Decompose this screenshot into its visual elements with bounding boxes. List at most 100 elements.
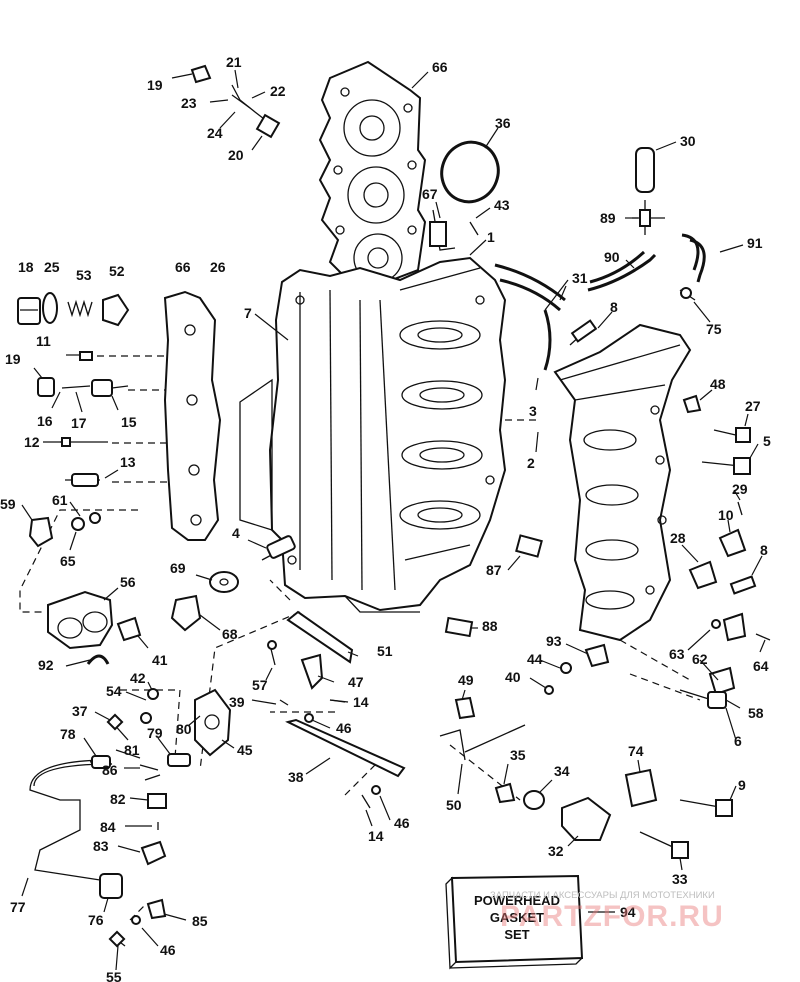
callout-55: 55: [106, 969, 122, 982]
gasket-set-box: [445, 874, 584, 970]
callout-88: 88: [482, 618, 498, 634]
callout-33: 33: [672, 871, 688, 887]
callout-68: 68: [222, 626, 238, 642]
callout-28: 28: [670, 530, 686, 546]
callout-24: 24: [207, 125, 223, 141]
callout-13: 13: [120, 454, 136, 470]
callout-63: 63: [669, 646, 685, 662]
sensor-parts-top-left: [190, 64, 281, 139]
callout-31: 31: [572, 270, 588, 286]
callout-79: 79: [147, 725, 163, 741]
callout-85: 85: [192, 913, 208, 929]
callout-16: 16: [37, 413, 53, 429]
callout-11: 11: [36, 333, 51, 349]
callout-65: 65: [60, 553, 76, 569]
callout-66-top: 66: [432, 59, 448, 75]
callout-48: 48: [710, 376, 726, 392]
callout-41: 41: [152, 652, 168, 668]
callout-1: 1: [487, 229, 495, 245]
callout-20: 20: [228, 147, 244, 163]
callout-4: 4: [232, 525, 240, 541]
callout-53: 53: [76, 267, 92, 283]
head-gasket-upper: [318, 60, 427, 294]
callout-5: 5: [763, 433, 771, 449]
callout-2: 2: [527, 455, 535, 471]
callout-26: 26: [210, 259, 226, 275]
o-ring: [440, 140, 500, 204]
callout-17: 17: [71, 415, 87, 431]
callout-34: 34: [554, 763, 570, 779]
callout-23: 23: [181, 95, 197, 111]
callout-61: 61: [52, 492, 68, 508]
callout-47: 47: [348, 674, 364, 690]
callout-25: 25: [44, 259, 60, 275]
leader-lines: [21, 69, 766, 971]
callout-74: 74: [628, 743, 644, 759]
callout-81: 81: [124, 742, 140, 758]
callout-82: 82: [110, 791, 126, 807]
hoses-and-fittings: [429, 147, 706, 371]
callout-80: 80: [176, 721, 192, 737]
callout-9: 9: [738, 777, 746, 793]
callout-14-lower: 14: [368, 828, 384, 844]
crankcase-cover: [553, 323, 692, 642]
callout-44: 44: [527, 651, 543, 667]
callout-64: 64: [753, 658, 769, 674]
callout-27: 27: [745, 398, 761, 414]
callout-8-upper: 8: [610, 299, 618, 315]
callout-50: 50: [446, 797, 462, 813]
watermark-tagline: ЗАПЧАСТИ И АКСЕССУАРЫ ДЛЯ МОТОТЕХНИКИ: [490, 890, 715, 901]
callout-32: 32: [548, 843, 564, 859]
callout-86: 86: [102, 762, 118, 778]
middle-lower-components: [170, 534, 610, 809]
callout-87: 87: [486, 562, 502, 578]
callout-29: 29: [732, 481, 748, 497]
callout-12: 12: [24, 434, 40, 450]
callout-40: 40: [505, 669, 521, 685]
gasket-set-line3: SET: [504, 927, 529, 942]
callout-42: 42: [130, 670, 146, 686]
callout-90: 90: [604, 249, 620, 265]
callout-57: 57: [252, 677, 268, 693]
cylinder-block: [239, 256, 507, 613]
callout-78: 78: [60, 726, 76, 742]
callout-35: 35: [510, 747, 526, 763]
callout-84: 84: [100, 819, 116, 835]
lower-left-components: [29, 590, 232, 948]
callout-93: 93: [546, 633, 562, 649]
exhaust-cover-gasket: [163, 290, 222, 541]
callout-18: 18: [18, 259, 34, 275]
callout-92: 92: [38, 657, 54, 673]
callout-67: 67: [422, 186, 438, 202]
callout-45: 45: [237, 742, 253, 758]
callout-8-lower: 8: [760, 542, 768, 558]
callout-59: 59: [0, 496, 16, 512]
callout-37: 37: [72, 703, 88, 719]
callout-39: 39: [229, 694, 245, 710]
callout-75: 75: [706, 321, 722, 337]
callout-52: 52: [109, 263, 125, 279]
callout-66-left: 66: [175, 259, 191, 275]
callout-15: 15: [121, 414, 137, 430]
callout-91: 91: [747, 235, 763, 251]
callout-83: 83: [93, 838, 109, 854]
callout-36: 36: [495, 115, 511, 131]
callout-56: 56: [120, 574, 136, 590]
callout-94: 94: [620, 904, 636, 920]
callout-46-lower: 46: [160, 942, 176, 958]
callout-22: 22: [270, 83, 286, 99]
callout-21: 21: [226, 54, 242, 70]
callout-numbers: 19 21 22 23 24 20 66 36 30 67 43 89 1 90…: [0, 54, 771, 982]
callout-10: 10: [718, 507, 734, 523]
gasket-set-line2: GASKET: [490, 910, 544, 925]
callout-46-upper: 46: [336, 720, 352, 736]
right-lower-components: [494, 394, 771, 859]
callout-49: 49: [458, 672, 474, 688]
callout-6: 6: [734, 733, 742, 749]
callout-19-top: 19: [147, 77, 163, 93]
callout-43: 43: [494, 197, 510, 213]
callout-19-left: 19: [5, 351, 21, 367]
watermark-logo: PARTZFOR.RU: [500, 900, 724, 933]
gasket-set-line1: POWERHEAD: [474, 893, 560, 908]
